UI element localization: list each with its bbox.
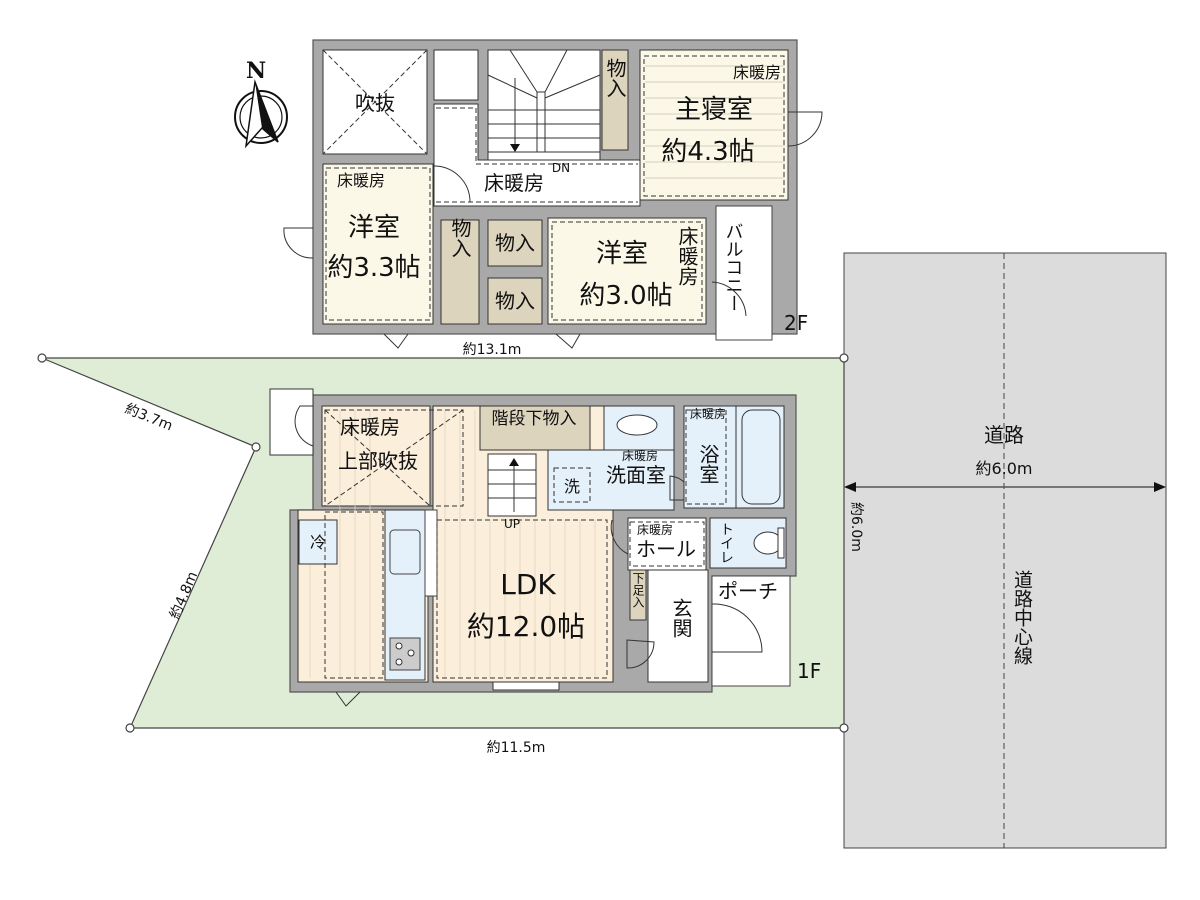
wood-floor-lines [309,410,596,678]
western-room-1-closet [440,219,480,325]
ldk-size: 約12.0帖 [467,610,585,643]
floor2-width-dimension: 約13.1m [463,342,522,358]
sink-icon [389,529,421,575]
door-swing-icon [610,519,629,555]
shoe-storage [629,569,647,621]
floor2-label: 2F [784,311,808,335]
western-room-1-heating-label: 床暖房 [337,171,385,190]
window-icon [383,333,409,349]
door-swing-icon [283,227,314,259]
hall-1f [627,517,707,571]
window-icon [492,681,560,691]
washer-label: 洗 [564,477,580,496]
road-centerline-label: 道路中心線 [1011,570,1033,665]
under-stair-storage-label: 階段下物入 [492,409,577,429]
door-swing-icon [711,281,747,317]
ldk-name: LDK [500,568,556,601]
entrance [647,569,709,683]
western-room-2-name: 洋室 [596,239,648,269]
arrow-left-icon [844,482,856,492]
master-closet [601,49,629,151]
road-width-label: 約6.0m [975,459,1032,478]
washroom-heating-label: 床暖房 [622,448,658,463]
closet-upper-label: 物入 [495,231,535,255]
closet-upper [487,219,543,267]
shoe-storage-label: 下足入 [631,572,645,608]
road: 道路 約6.0m 道路中心線 約6.0m [843,252,1167,849]
door-swing-icon [626,639,655,669]
stair-treads-icon [487,49,601,153]
western-room-2 [547,217,707,325]
western-room-1-name: 洋室 [348,213,400,243]
washroom-name: 洗面室 [606,463,666,487]
hall-1f-heating-label: 床暖房 [637,522,673,537]
stairs-down-label: DN [552,161,570,175]
hall-2f-heating-label: 床暖房 [484,171,544,195]
ldk-void-note: 上部吹抜 [338,449,418,473]
lot-corner-pin [839,353,849,363]
closet-lower [487,277,543,325]
stove-icon [389,637,421,671]
floor-1: 床暖房 上部吹抜 冷 LDK 約12.0帖 階段下物入 UP [269,388,821,707]
floor1-label: 1F [797,659,821,683]
hall-1f-name: ホール [636,537,696,561]
under-stair-storage [479,405,591,451]
lot-south-dimension: 約11.5m [487,740,546,756]
bathtub-icon [741,409,781,505]
washbasin-icon [616,414,658,436]
stair-treads-icon [488,458,536,512]
balcony-label: バルコニー [723,222,744,312]
ldk-void-heating-label: 床暖房 [340,415,400,439]
lot-corner-pin [251,442,261,452]
void-label: 吹抜 [355,91,395,115]
road-label: 道路 [984,423,1024,447]
closet-lower-label: 物入 [495,289,535,313]
door-swing-icon [294,405,314,447]
western-room-1-size: 約3.3帖 [327,253,420,283]
porch [711,575,791,687]
north-label: N [246,58,266,84]
entrance-name: 玄関 [669,598,693,638]
western-room-2-heating-label: 床暖房 [675,226,699,286]
front-door-swing-icon [711,603,763,653]
door-swing-icon [433,165,471,203]
compass: N [234,58,288,149]
master-bedroom [639,49,789,201]
toilet-name: トイレ [718,522,734,564]
washroom [547,449,675,511]
lot-corner-pin [37,353,47,363]
side-door-box [269,388,314,456]
road-area [843,252,1167,849]
bathroom-name: 浴室 [696,444,720,484]
stairs-up-label: UP [504,517,520,531]
lot-corner-pin [125,723,135,733]
western-room-1-closet-label: 物入 [448,218,472,258]
master-bedroom-name: 主寝室 [675,95,753,125]
fridge-label: 冷 [310,533,326,552]
bathroom-heating-label: 床暖房 [690,406,726,421]
compass-needle-icon [255,82,278,142]
western-room-2-size: 約3.0帖 [579,281,672,311]
arrow-right-icon [1154,482,1166,492]
master-closet-label: 物入 [603,58,627,98]
lot-frontage-dimension: 約6.0m [848,502,864,552]
compass-ring-icon [234,90,288,144]
master-bedroom-size: 約4.3帖 [661,137,754,167]
window-icon [555,333,581,349]
storage-cell [433,49,479,101]
balcony-outline [715,205,773,341]
kitchen-partition [424,509,438,597]
master-bedroom-heating-label: 床暖房 [733,63,781,82]
floor-2: 吹抜 床暖房 DN 物入 [283,39,823,358]
lot-corner-pin [839,723,849,733]
door-swing-icon [335,691,361,707]
porch-name: ポーチ [718,579,778,603]
door-swing-icon [787,111,823,147]
western-room-1 [322,163,434,325]
floor-boards [645,65,785,179]
